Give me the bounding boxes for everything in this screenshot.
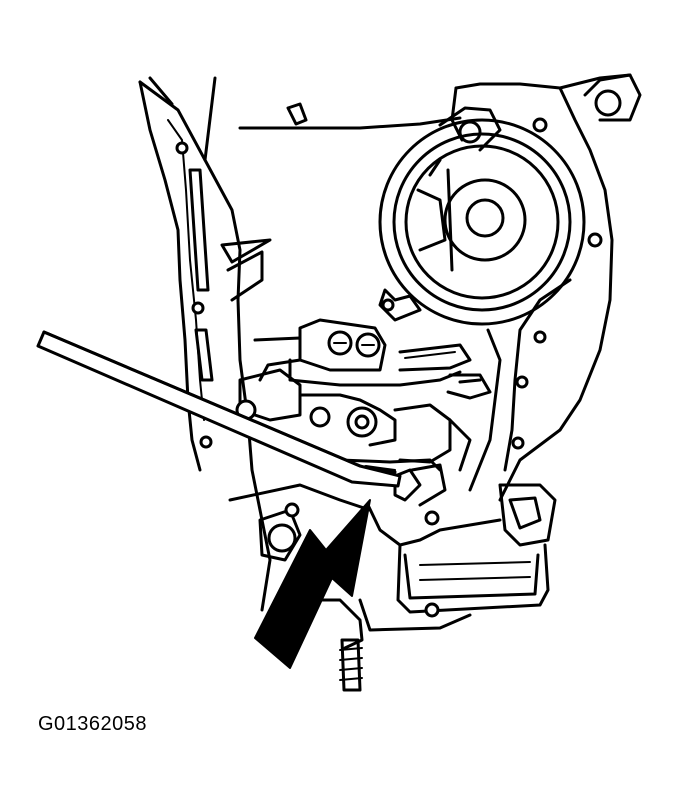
water-pump-housing — [378, 106, 586, 326]
oil-pump-assembly — [235, 318, 492, 507]
timing-cover-right-edge — [468, 278, 572, 547]
drain-bolt — [339, 638, 363, 692]
indicator-arrow — [254, 499, 371, 669]
pry-tool — [36, 330, 402, 488]
timing-cover-left-edge — [138, 76, 272, 612]
oil-pan — [228, 483, 550, 650]
figure-id-label: G01362058 — [38, 713, 148, 735]
timing-cover-top-edge — [238, 73, 642, 432]
